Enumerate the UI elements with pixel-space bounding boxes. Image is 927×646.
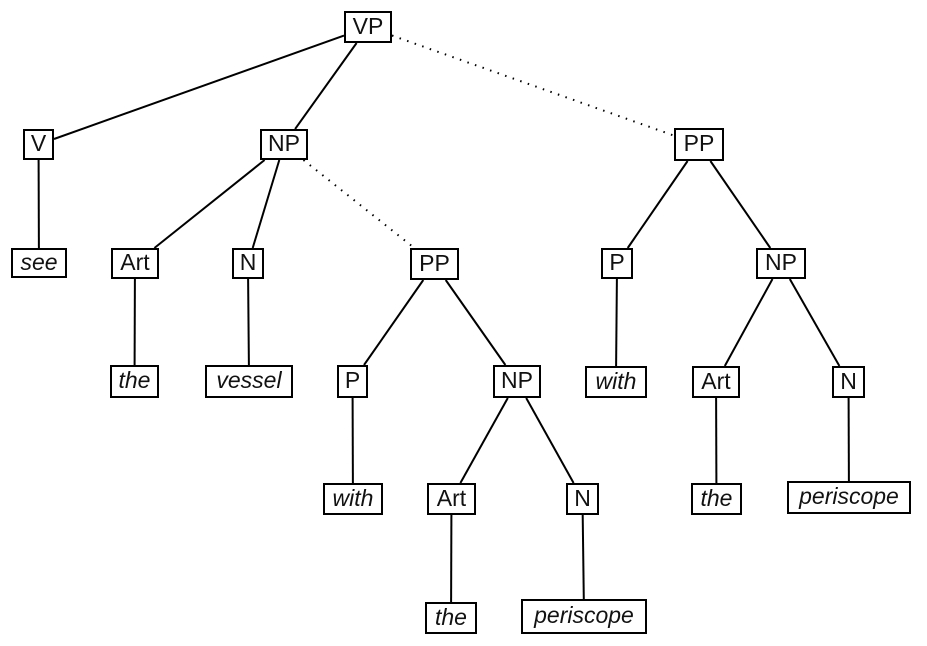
node-label: periscope	[799, 483, 899, 509]
node-label: with	[595, 367, 637, 394]
tree-node-vp: VP	[344, 11, 392, 43]
node-label: the	[435, 603, 467, 630]
node-label: N	[239, 249, 257, 275]
tree-node-n2: N	[566, 483, 599, 515]
node-label: Art	[120, 249, 150, 275]
tree-edge-pp1-p1	[363, 279, 425, 366]
tree-node-v: V	[23, 129, 54, 160]
tree-node-art3: Art	[692, 366, 740, 398]
node-label: see	[20, 248, 58, 275]
tree-edge-pp2-np3	[709, 160, 772, 249]
node-label: Art	[436, 484, 467, 511]
node-label: Art	[701, 367, 731, 394]
tree-node-np2: NP	[493, 365, 541, 398]
tree-edge-np1-art1	[153, 159, 266, 249]
tree-edge-n1-vessel	[247, 278, 250, 366]
tree-node-the3: the	[691, 483, 742, 515]
tree-node-with1: with	[323, 483, 383, 515]
tree-node-np1: NP	[260, 129, 308, 160]
tree-edge-np3-n3	[788, 278, 841, 367]
node-label: the	[118, 367, 151, 393]
tree-node-p2: P	[601, 248, 633, 279]
tree-edge-vp-np1	[294, 42, 358, 130]
tree-node-see: see	[11, 248, 67, 278]
node-label: P	[609, 249, 625, 275]
tree-node-periscope1: periscope	[521, 599, 647, 634]
tree-node-vessel: vessel	[205, 365, 293, 398]
tree-node-pp2: PP	[674, 128, 724, 161]
tree-edge-np1-pp1-dotted	[302, 159, 415, 249]
node-label: VP	[352, 12, 384, 39]
node-label: with	[332, 484, 374, 511]
node-label: NP	[765, 249, 797, 275]
node-label: N	[574, 484, 591, 511]
node-label: NP	[501, 367, 533, 393]
tree-edge-pp2-p2	[626, 160, 689, 249]
node-label: the	[700, 484, 733, 511]
node-label: N	[840, 367, 857, 394]
tree-edge-np2-n2	[525, 397, 575, 484]
tree-edge-np3-art3	[723, 278, 774, 367]
node-label: P	[344, 367, 361, 393]
tree-edge-pp1-np2	[444, 279, 507, 366]
tree-node-periscope2: periscope	[787, 481, 911, 514]
tree-edge-n2-periscope1	[581, 514, 585, 600]
tree-edge-vp-v	[53, 34, 345, 140]
node-label: PP	[419, 249, 450, 276]
tree-node-pp1: PP	[410, 248, 459, 280]
node-label: periscope	[534, 602, 634, 628]
tree-edge-np1-n1	[251, 159, 281, 249]
tree-node-art2: Art	[427, 483, 476, 515]
node-label: PP	[683, 130, 715, 156]
tree-node-p1: P	[337, 365, 368, 398]
tree-node-n1: N	[232, 248, 264, 279]
node-label: vessel	[216, 367, 282, 393]
tree-node-art1: Art	[111, 248, 159, 279]
node-label: V	[30, 130, 47, 156]
tree-edge-vp-pp2-dotted	[391, 34, 675, 137]
tree-node-n3: N	[832, 366, 865, 398]
tree-node-with2: with	[585, 366, 647, 398]
tree-node-np3: NP	[756, 248, 806, 279]
node-label: NP	[268, 130, 300, 156]
tree-edge-np2-art2	[459, 397, 509, 484]
tree-node-the1: the	[110, 365, 159, 398]
tree-edge-p2-with2	[615, 278, 618, 367]
tree-node-the2: the	[425, 602, 477, 634]
